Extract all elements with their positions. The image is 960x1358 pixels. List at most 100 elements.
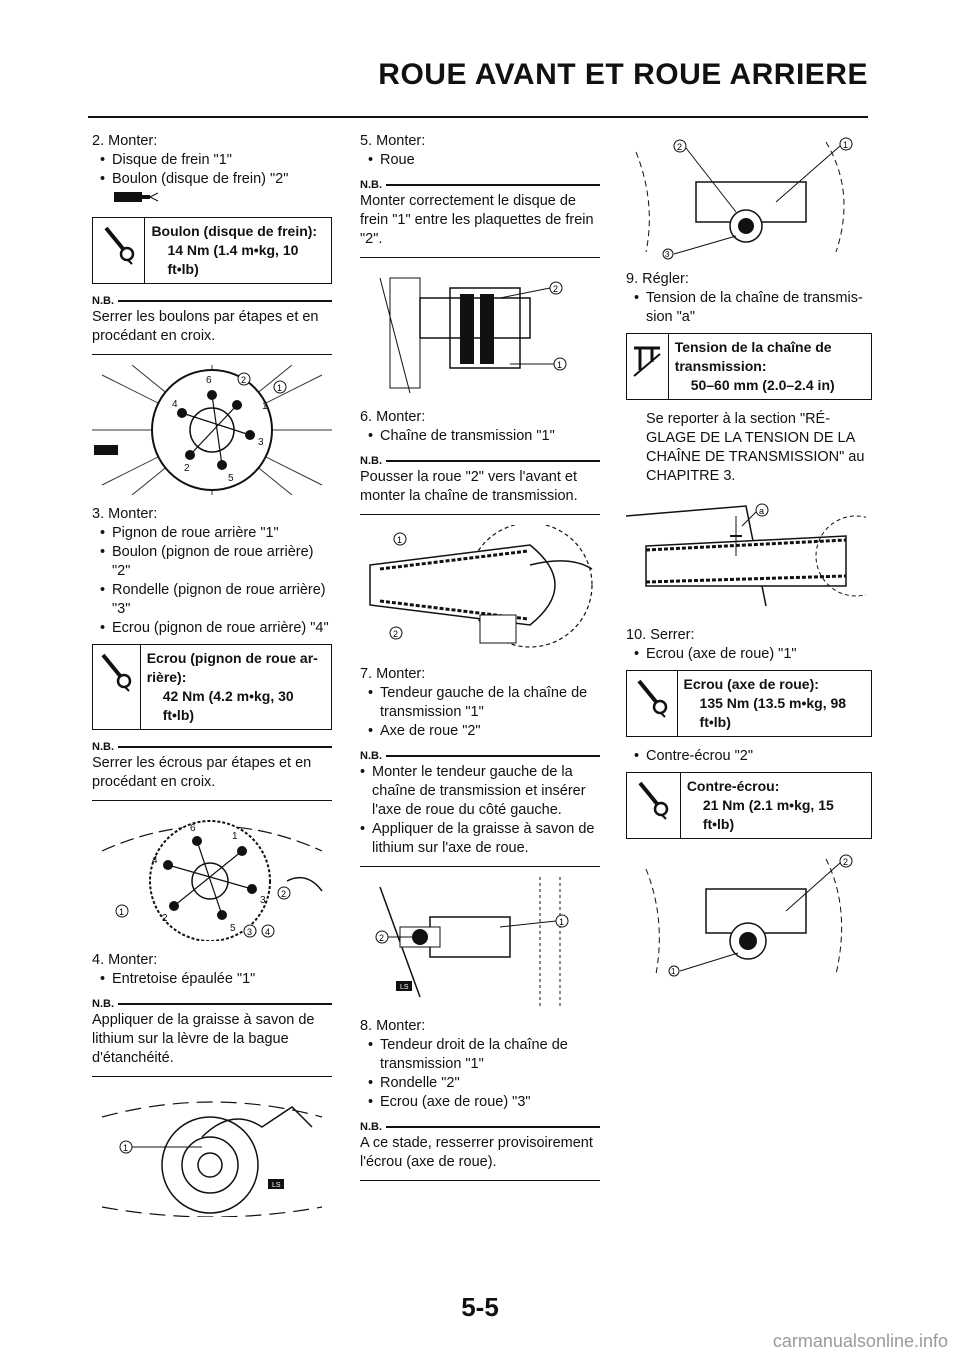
torque-wrench-icon (627, 671, 678, 736)
callout-label: 1 (123, 1143, 128, 1153)
spec-title: Tension de la chaîne de transmission: (674, 339, 832, 374)
step-10-items: Ecrou (axe de roue) "1" (626, 645, 872, 664)
grease-icon-label: LS (272, 1182, 281, 1189)
spec-value: 135 Nm (13.5 m•kg, 98 ft•lb) (699, 695, 847, 730)
step-3-items: Pignon de roue arrière "1" Boulon (pigno… (92, 524, 332, 638)
callout-label: 2 (281, 889, 286, 899)
note-label: N.B. (92, 295, 114, 307)
note-label: N.B. (92, 998, 114, 1010)
step-6-items: Chaîne de transmission "1" (360, 427, 600, 446)
note-block: N.B. A ce stade, resserrer provisoiremen… (360, 1120, 600, 1181)
note-label: N.B. (360, 750, 382, 762)
spec-title: Ecrou (pignon de roue ar­rière): (146, 650, 318, 685)
step-8: 8. Monter: (360, 1017, 600, 1036)
spec-title: Ecrou (axe de roue): (683, 676, 819, 692)
step-3: 3. Monter: (92, 505, 332, 524)
list-item: Tendeur gauche de la chaîne de transmiss… (368, 684, 600, 722)
callout-label: 2 (843, 857, 848, 867)
callout-label: 2 (677, 142, 682, 152)
callout-label: 6 (190, 823, 196, 834)
figure-chain: 1 2 (360, 525, 600, 655)
step-5-items: Roue (360, 151, 600, 170)
step-9-items: Tension de la chaîne de transmis­sion "a… (626, 289, 872, 327)
torque-spec-box: Ecrou (axe de roue): 135 Nm (13.5 m•kg, … (626, 670, 872, 737)
step-title: Monter: (376, 666, 426, 682)
callout-label: 4 (265, 927, 270, 937)
list-item: Disque de frein "1" (100, 151, 332, 170)
spec-value: 21 Nm (2.1 m•kg, 15 ft•lb) (702, 797, 834, 832)
callout-label: 1 (277, 383, 282, 393)
torque-wrench-icon (93, 645, 141, 729)
callout-label: 3 (258, 437, 264, 448)
step-4-items: Entretoise épaulée "1" (92, 970, 332, 989)
callout-label: 2 (379, 933, 384, 943)
callout-label: 2 (553, 284, 558, 294)
callout-label: 4 (172, 399, 178, 410)
step-number: 5. (360, 133, 373, 149)
step-8-items: Tendeur droit de la chaîne de transmissi… (360, 1036, 600, 1112)
note-text: Monter correctement le disque de frein "… (360, 192, 600, 258)
step-title: Serrer: (650, 627, 695, 643)
callout-label: 3 (247, 927, 252, 937)
figure-chain-slack: a (626, 496, 872, 616)
step-2: 2. Monter: (92, 132, 332, 151)
callout-label: 5 (230, 923, 236, 934)
callout-label: 1 (232, 831, 238, 842)
figure-tensioner: 1 2 LS (360, 877, 600, 1007)
list-item: Tendeur droit de la chaîne de transmissi… (368, 1036, 600, 1074)
note-block: N.B. Monter le tendeur gauche de la chaî… (360, 749, 600, 867)
callout-label: 1 (397, 535, 402, 545)
step-number: 3. (92, 506, 105, 522)
figure-rear-sprocket: 6 1 3 5 2 4 1 2 3 4 (92, 811, 332, 941)
note-text: Serrer les boulons par étapes et en proc… (92, 308, 332, 355)
callout-label: 3 (665, 250, 670, 259)
thread-lock-icon (92, 189, 332, 211)
step-10-items-2: Contre-écrou "2" (626, 747, 872, 766)
list-item: Appliquer de la graisse à savon de lithi… (360, 820, 600, 858)
note-block: N.B. Appliquer de la graisse à savon de … (92, 997, 332, 1077)
list-item: Ecrou (axe de roue) "3" (368, 1093, 600, 1112)
callout-label: 2 (241, 375, 246, 385)
step-7-items: Tendeur gauche de la chaîne de transmiss… (360, 684, 600, 741)
figure-caliper: 2 1 (360, 268, 600, 398)
callout-label: 1 (559, 917, 564, 927)
list-item: Contre-écrou "2" (634, 747, 872, 766)
list-item: Boulon (pignon de roue arrière) "2" (100, 543, 332, 581)
spec-value: 42 Nm (4.2 m•kg, 30 ft•lb) (162, 688, 294, 723)
callout-label: 4 (152, 855, 158, 866)
note-text: Appliquer de la graisse à savon de lithi… (92, 1011, 332, 1077)
watermark: carmanualsonline.info (772, 1331, 948, 1351)
note-text: A ce stade, resserrer provisoirement l'é… (360, 1134, 600, 1181)
step-4: 4. Monter: (92, 951, 332, 970)
list-item: Pignon de roue arrière "1" (100, 524, 332, 543)
step-title: Monter: (376, 1018, 426, 1034)
grease-icon-label: LS (400, 984, 409, 991)
spec-title: Contre-écrou: (686, 778, 780, 794)
note-block: N.B. Serrer les boulons par étapes et en… (92, 294, 332, 355)
callout-label: 2 (393, 629, 398, 639)
step-title: Monter: (376, 409, 426, 425)
step-7: 7. Monter: (360, 665, 600, 684)
step-5: 5. Monter: (360, 132, 600, 151)
list-item: Boulon (disque de frein) "2" (100, 170, 332, 189)
callout-label: 3 (260, 895, 266, 906)
figure-axle-tightening: 2 1 (626, 849, 872, 979)
callout-label: 5 (228, 473, 234, 484)
column-1: 2. Monter: Disque de frein "1" Boulon (d… (92, 132, 332, 1227)
spec-value: 50–60 mm (2.0–2.4 in) (690, 377, 835, 393)
torque-wrench-icon (627, 773, 681, 838)
callout-label: 2 (162, 913, 168, 924)
note-text: Serrer les écrous par étapes et en procé… (92, 754, 332, 801)
callout-label: 1 (262, 401, 268, 412)
step-number: 2. (92, 133, 105, 149)
note-label: N.B. (360, 455, 382, 467)
torque-spec-box: Ecrou (pignon de roue ar­rière): 42 Nm (… (92, 644, 332, 730)
spec-value: 14 Nm (1.4 m•kg, 10 ft•lb) (167, 242, 299, 277)
page-title: ROUE AVANT ET ROUE ARRIERE (378, 58, 868, 91)
list-item: Ecrou (axe de roue) "1" (634, 645, 872, 664)
torque-wrench-icon (93, 218, 146, 283)
note-label: N.B. (360, 179, 382, 191)
step-number: 9. (626, 271, 639, 287)
list-item: Ecrou (pignon de roue arrière) "4" (100, 619, 332, 638)
figure-axle-nut: 2 1 3 (626, 132, 872, 260)
